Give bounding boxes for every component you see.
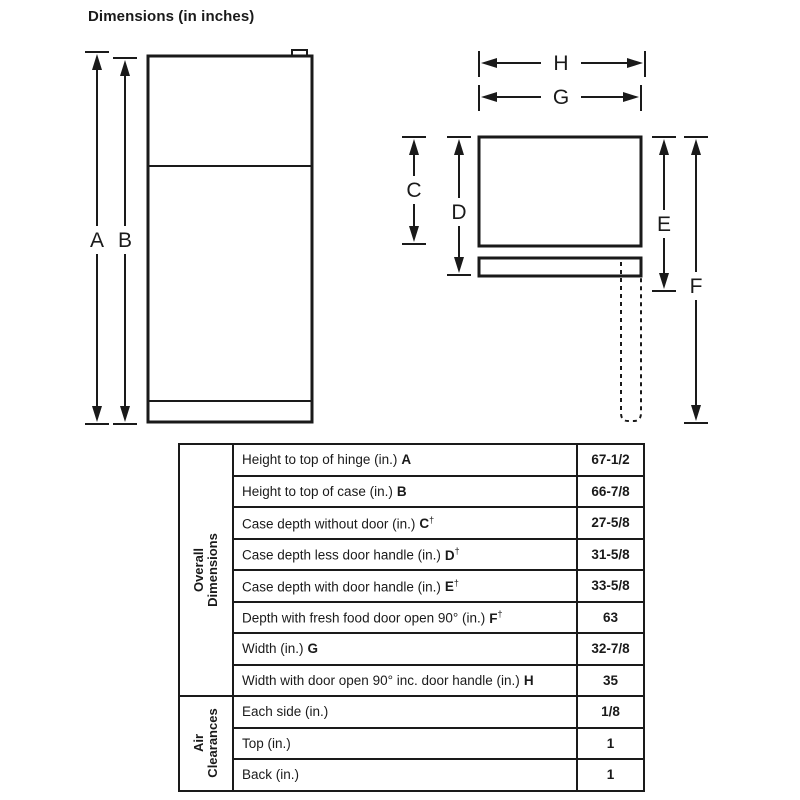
row-label: Each side (in.) bbox=[232, 695, 578, 729]
section-label-overall-dimensions: Overall Dimensions bbox=[178, 443, 234, 697]
arrowhead-up bbox=[454, 139, 464, 155]
row-value: 66-7/8 bbox=[576, 474, 645, 508]
table-row: Back (in.) 1 bbox=[179, 758, 645, 792]
arrowhead-up bbox=[691, 139, 701, 155]
arrowhead-left bbox=[481, 92, 497, 102]
table-row: Height to top of case (in.)B 66-7/8 bbox=[179, 474, 645, 508]
arrowhead-right bbox=[627, 58, 643, 68]
dim-arrow-e: E bbox=[652, 136, 676, 292]
row-label: Top (in.) bbox=[232, 726, 578, 760]
dimensions-table: Overall Dimensions Height to top of hing… bbox=[178, 443, 645, 792]
dim-label-g: G bbox=[553, 86, 569, 109]
row-value: 35 bbox=[576, 663, 645, 697]
top-view bbox=[477, 135, 643, 422]
arrowhead-down bbox=[92, 406, 102, 422]
row-label: Case depth less door handle (in.)D† bbox=[232, 537, 578, 571]
table-row: Depth with fresh food door open 90° (in.… bbox=[179, 600, 645, 634]
row-value: 63 bbox=[576, 600, 645, 634]
row-label: Case depth with door handle (in.)E† bbox=[232, 569, 578, 603]
dim-arrow-a: A bbox=[85, 51, 109, 425]
page-title: Dimensions (in inches) bbox=[88, 8, 255, 25]
dim-arrow-g: G bbox=[478, 85, 642, 111]
section-label-air-clearances: Air Clearances bbox=[178, 695, 234, 792]
dim-arrow-h: H bbox=[478, 51, 646, 77]
dim-label-b: B bbox=[118, 229, 132, 252]
door-open-dashed-outline bbox=[620, 262, 642, 422]
table-row: Overall Dimensions Height to top of hing… bbox=[178, 443, 645, 697]
dim-label-e: E bbox=[657, 213, 671, 236]
arrowhead-down bbox=[409, 226, 419, 242]
row-label: Width with door open 90° inc. door handl… bbox=[232, 663, 578, 697]
row-value: 67-1/2 bbox=[576, 443, 645, 477]
dim-label-d: D bbox=[451, 201, 466, 224]
dim-label-c: C bbox=[406, 179, 421, 202]
dim-arrow-d: D bbox=[447, 136, 471, 276]
arrowhead-down bbox=[659, 273, 669, 289]
arrowhead-up bbox=[92, 54, 102, 70]
arrowhead-up bbox=[120, 60, 130, 76]
dim-arrow-f: F bbox=[684, 136, 708, 424]
row-value: 27-5/8 bbox=[576, 506, 645, 540]
front-view bbox=[146, 49, 314, 424]
row-value: 1 bbox=[576, 758, 645, 792]
dim-arrow-b: B bbox=[113, 57, 137, 425]
table-row: Case depth less door handle (in.)D† 31-5… bbox=[179, 537, 645, 571]
dim-label-f: F bbox=[690, 275, 703, 298]
row-value: 31-5/8 bbox=[576, 537, 645, 571]
row-value: 1/8 bbox=[576, 695, 645, 729]
row-label: Height to top of hinge (in.)A bbox=[232, 443, 578, 477]
row-value: 32-7/8 bbox=[576, 632, 645, 666]
row-label: Height to top of case (in.)B bbox=[232, 474, 578, 508]
table-row: Case depth with door handle (in.)E† 33-5… bbox=[179, 569, 645, 603]
dim-label-a: A bbox=[90, 229, 104, 252]
row-value: 1 bbox=[576, 726, 645, 760]
table-row: Case depth without door (in.)C† 27-5/8 bbox=[179, 506, 645, 540]
arrowhead-down bbox=[120, 406, 130, 422]
table-row: Width with door open 90° inc. door handl… bbox=[179, 663, 645, 697]
row-label: Width (in.)G bbox=[232, 632, 578, 666]
row-value: 33-5/8 bbox=[576, 569, 645, 603]
row-label: Depth with fresh food door open 90° (in.… bbox=[232, 600, 578, 634]
hinge-tab bbox=[291, 49, 308, 57]
table-row: Top (in.) 1 bbox=[179, 726, 645, 760]
arrowhead-down bbox=[691, 405, 701, 421]
dim-label-h: H bbox=[553, 52, 568, 75]
row-label: Back (in.) bbox=[232, 758, 578, 792]
table-row: Air Clearances Each side (in.) 1/8 bbox=[178, 695, 645, 792]
case-outline bbox=[477, 135, 643, 248]
door-outline bbox=[477, 256, 643, 278]
arrowhead-down bbox=[454, 257, 464, 273]
dimension-diagram: A B H bbox=[85, 49, 708, 425]
table-row: Width (in.)G 32-7/8 bbox=[179, 632, 645, 666]
dim-arrow-c: C bbox=[402, 136, 426, 245]
arrowhead-up bbox=[659, 139, 669, 155]
arrowhead-right bbox=[623, 92, 639, 102]
arrowhead-left bbox=[481, 58, 497, 68]
arrowhead-up bbox=[409, 139, 419, 155]
row-label: Case depth without door (in.)C† bbox=[232, 506, 578, 540]
cabinet-outline bbox=[146, 54, 314, 424]
